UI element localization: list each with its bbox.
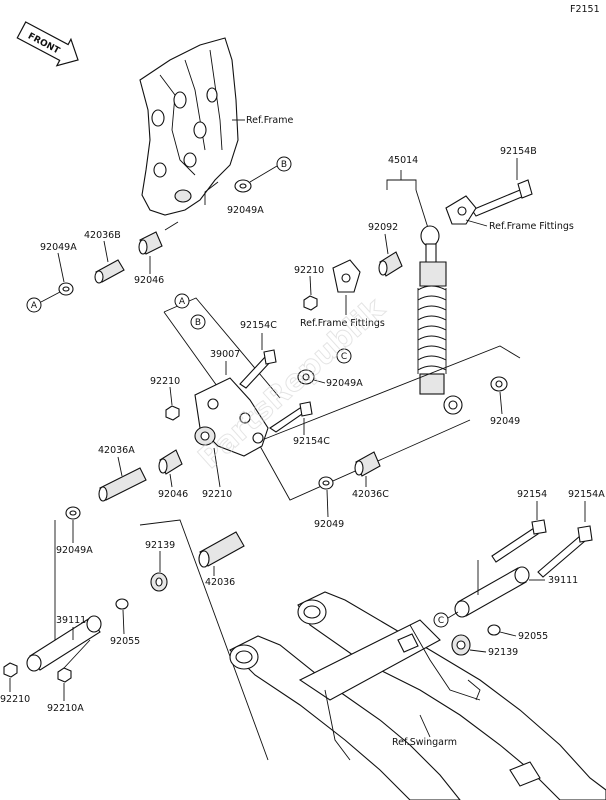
part-label: 92049 [490,416,520,427]
part-label: 92154C [293,436,330,447]
ref-frame-label: Ref.Frame [246,115,293,126]
rear-shock-absorber [386,170,463,415]
marker-b-top: B [276,156,292,172]
part-label: 42036B [84,230,121,241]
part-label: 39111 [56,615,86,626]
svg-text:C: C [341,352,347,362]
part-label: 92210 [150,376,180,387]
swingarm [229,591,606,800]
part-label: 42036C [352,489,389,500]
part-label: 45014 [388,155,418,166]
part-label: 42036A [98,445,135,456]
part-label: 92210 [0,694,30,705]
tie-rod-right [454,566,530,618]
part-label: 92092 [368,222,398,233]
ref-swingarm-label: Ref.Swingarm [392,737,457,748]
svg-text:A: A [31,301,38,311]
part-label: 92049A [326,378,363,389]
part-label: 92046 [134,275,164,286]
part-label: 92049 [314,519,344,530]
part-label: 39111 [548,575,578,586]
part-label: 92139 [145,540,175,551]
part-label: 92049A [56,545,93,556]
svg-text:B: B [281,160,287,170]
marker-b-mid: B [190,314,206,330]
part-label: 92046 [158,489,188,500]
ref-frame-fittings-left: Ref.Frame Fittings [300,318,385,329]
part-label: 92154B [500,146,537,157]
svg-text:C: C [438,616,444,626]
marker-c-right: C [433,612,449,628]
rocker-link-plate [194,377,269,457]
part-label: 92210 [294,265,324,276]
part-label: 92055 [518,631,548,642]
part-label: 92154C [240,320,277,331]
part-label: 39007 [210,349,240,360]
part-label: 92055 [110,636,140,647]
marker-a-left: A [26,297,42,313]
part-label: 92049A [40,242,77,253]
front-direction-arrow-icon: FRONT [16,21,79,67]
marker-c-mid: C [336,348,352,364]
part-label: 42036 [205,577,235,588]
frame-bracket [139,37,239,216]
ref-frame-fittings-right: Ref.Frame Fittings [489,221,574,232]
svg-text:A: A [179,297,186,307]
part-label: 92139 [488,647,518,658]
figure-code: F2151 [570,4,600,15]
part-label: 92154A [568,489,605,500]
marker-a-mid: A [174,293,190,309]
svg-text:B: B [195,318,201,328]
part-label: 92049A [227,205,264,216]
part-label: 92210A [47,703,84,714]
part-label: 92210 [202,489,232,500]
part-label: 92154 [517,489,547,500]
tie-rod-left [26,615,102,672]
